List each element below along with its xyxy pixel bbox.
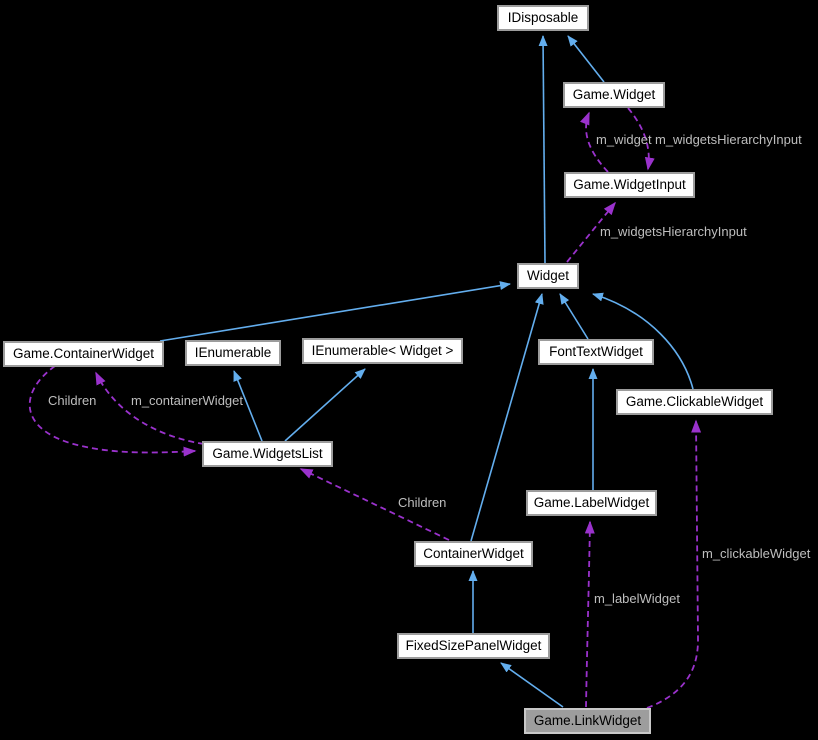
edge-label-m-widgetshierarchyinput-mid: m_widgetsHierarchyInput (600, 224, 747, 239)
node-game-labelwidget[interactable]: Game.LabelWidget (526, 490, 657, 516)
node-idisposable[interactable]: IDisposable (497, 5, 589, 31)
node-game-widgetinput[interactable]: Game.WidgetInput (564, 172, 695, 198)
node-game-clickablewidget[interactable]: Game.ClickableWidget (616, 389, 773, 415)
edge-label-m-containerwidget: m_containerWidget (131, 393, 243, 408)
edge-gamewidgetslist-ienumerablewidget (284, 368, 366, 442)
edge-label-m-labelwidget: m_labelWidget (594, 591, 680, 606)
node-fixedsizepanelwidget[interactable]: FixedSizePanelWidget (397, 633, 550, 659)
node-game-widget[interactable]: Game.Widget (563, 82, 665, 108)
edge-gamecontainerwidget-widget (159, 281, 511, 342)
node-game-linkwidget[interactable]: Game.LinkWidget (524, 708, 651, 734)
node-containerwidget[interactable]: ContainerWidget (414, 541, 533, 567)
edge-usage-m-containerwidget (95, 371, 205, 445)
edge-usage-m-widgetshierarchyinput-mid (566, 201, 616, 263)
edge-label-children-bottom: Children (398, 495, 447, 510)
edge-label-m-widgetshierarchyinput-top: m_widgetsHierarchyInput (655, 132, 802, 147)
node-ienumerable[interactable]: IEnumerable (185, 340, 281, 366)
edge-usage-m-widgetshierarchyinput-top (627, 107, 655, 171)
edge-gamewidgetslist-ienumerable (233, 370, 263, 442)
node-game-widgetslist[interactable]: Game.WidgetsList (202, 441, 333, 467)
edge-gameclickablewidget-widget (592, 292, 694, 390)
edge-label-m-clickablewidget: m_clickableWidget (702, 546, 811, 561)
edge-usage-m-clickablewidget (646, 419, 702, 709)
edge-gamelinkwidget-fixedsizepanelwidget (500, 662, 564, 708)
edge-usage-children-bottom (299, 468, 450, 541)
node-game-containerwidget[interactable]: Game.ContainerWidget (3, 341, 164, 367)
edge-containerwidget-widget (470, 293, 544, 542)
edge-usage-m-widget (580, 111, 609, 173)
edge-usage-m-labelwidget (584, 520, 595, 708)
edge-fonttextwidget-widget (559, 293, 589, 340)
edge-usage-children-left (28, 365, 197, 457)
node-ienumerable-widget[interactable]: IEnumerable< Widget > (302, 338, 463, 364)
edge-widget-idisposable (538, 35, 548, 264)
node-widget[interactable]: Widget (517, 263, 579, 289)
node-fonttextwidget[interactable]: FontTextWidget (538, 339, 654, 365)
edge-label-children-left: Children (48, 393, 97, 408)
edge-gamewidget-idisposable (567, 35, 605, 83)
edge-label-m-widget: m_widget (596, 132, 652, 147)
